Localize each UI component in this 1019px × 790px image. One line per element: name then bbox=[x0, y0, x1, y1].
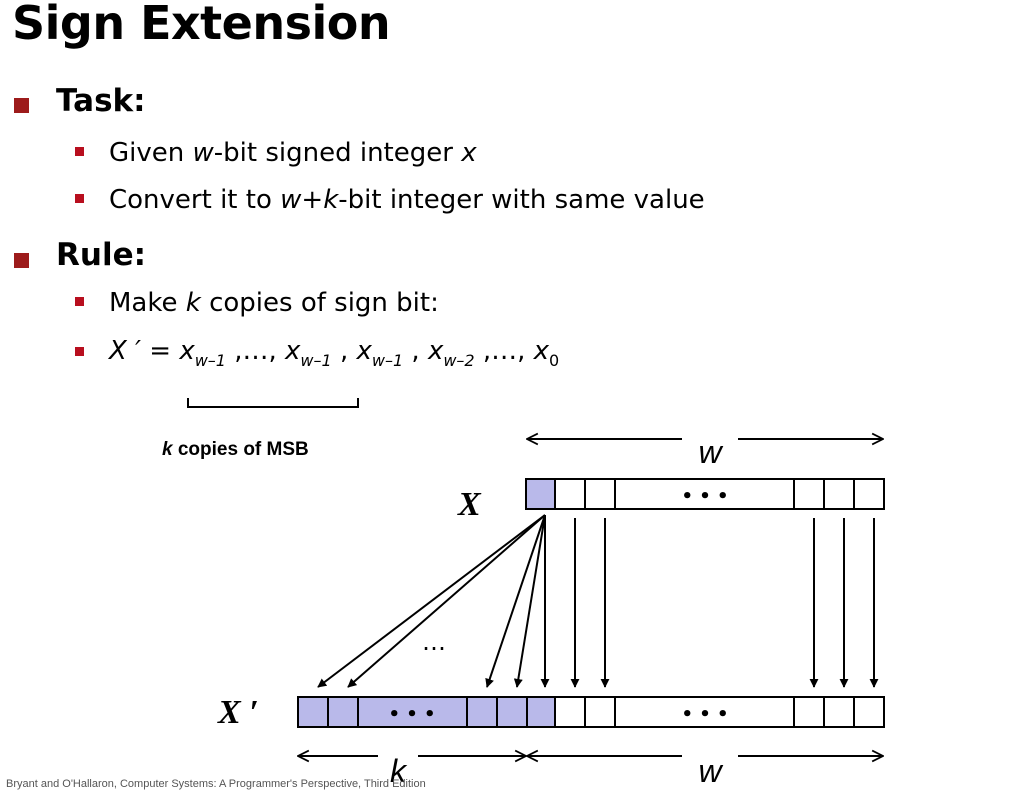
rule-item-1: Make k copies of sign bit: bbox=[109, 288, 439, 318]
rule-item-1-pre: Make bbox=[109, 288, 186, 318]
rule-item-bullet-2 bbox=[75, 347, 84, 356]
k-copies-label: k copies of MSB bbox=[162, 439, 309, 461]
task-bullet bbox=[14, 98, 29, 113]
sign-copy-arrow bbox=[347, 514, 546, 688]
formula-comma: , bbox=[403, 336, 428, 366]
formula-sep: ,…, bbox=[225, 336, 286, 366]
formula-sub: w–1 bbox=[371, 351, 404, 370]
task-item-1-w: w bbox=[192, 138, 214, 168]
rule-bullet bbox=[14, 253, 29, 268]
sign-copy-arrows bbox=[317, 514, 550, 688]
sign-copy-arrow bbox=[317, 514, 546, 688]
task-item-1: Given w-bit signed integer x bbox=[109, 138, 477, 168]
task-item-1-mid: -bit signed integer bbox=[213, 138, 462, 168]
fan-ellipsis: … bbox=[422, 628, 446, 656]
sign-copy-arrow bbox=[513, 514, 546, 688]
task-item-2-post: -bit integer with same value bbox=[338, 185, 705, 215]
label-w-bottom: w bbox=[698, 753, 723, 789]
sign-extension-bits bbox=[297, 696, 556, 728]
register-X: • • • bbox=[525, 478, 885, 510]
rule-item-1-k: k bbox=[185, 288, 201, 318]
formula-x: x bbox=[427, 336, 444, 366]
k-copies-text: copies of MSB bbox=[172, 439, 309, 460]
register-X-prime-dots-k: • • • bbox=[388, 704, 435, 725]
rule-heading: Rule: bbox=[56, 237, 146, 273]
footer-citation: Bryant and O'Hallaron, Computer Systems:… bbox=[6, 778, 426, 790]
label-X-prime: X ′ bbox=[217, 694, 259, 731]
task-heading: Task: bbox=[56, 83, 146, 119]
register-X-dots: • • • bbox=[681, 486, 728, 507]
task-item-2-w: w bbox=[280, 185, 302, 215]
k-copies-k: k bbox=[162, 439, 173, 460]
formula-lhs: X ′ bbox=[109, 336, 141, 366]
formula-x: x bbox=[285, 336, 301, 366]
formula-sep: ,…, bbox=[474, 336, 534, 366]
label-k: k bbox=[390, 753, 408, 789]
task-item-2: Convert it to w+k-bit integer with same … bbox=[109, 185, 705, 215]
formula-sub: w–1 bbox=[300, 351, 332, 370]
formula-sub: w–1 bbox=[194, 351, 226, 370]
register-X-prime: • • • • • • bbox=[297, 696, 885, 728]
formula-x: x bbox=[356, 336, 372, 366]
label-w-top: w bbox=[698, 434, 723, 470]
register-X-prime-dots-w: • • • bbox=[681, 704, 728, 725]
formula-sub: w–2 bbox=[443, 351, 475, 370]
task-item-2-k: k bbox=[323, 185, 339, 215]
formula-x: x bbox=[179, 336, 195, 366]
bit-copy-arrows bbox=[570, 518, 879, 688]
task-item-1-x: x bbox=[461, 138, 477, 168]
formula-x: x bbox=[533, 336, 550, 366]
k-copies-brace bbox=[187, 398, 359, 408]
sign-bit-cell bbox=[525, 478, 556, 510]
formula-eq: = bbox=[140, 336, 180, 366]
task-item-1-pre: Given bbox=[109, 138, 193, 168]
formula-comma: , bbox=[331, 336, 357, 366]
task-item-2-pre: Convert it to bbox=[109, 185, 281, 215]
label-X: X bbox=[457, 486, 482, 523]
rule-item-bullet-1 bbox=[75, 297, 84, 306]
sign-copy-arrow bbox=[485, 514, 546, 688]
task-item-bullet-2 bbox=[75, 194, 84, 203]
rule-item-1-post: copies of sign bit: bbox=[200, 288, 439, 318]
task-item-bullet-1 bbox=[75, 147, 84, 156]
sign-extension-formula: X ′ = xw–1 ,…, xw–1 , xw–1 , xw–2 ,…, x0 bbox=[109, 336, 559, 370]
formula-sub: 0 bbox=[549, 351, 560, 370]
task-item-2-plus: + bbox=[301, 185, 324, 215]
slide-title: Sign Extension bbox=[12, 0, 391, 50]
